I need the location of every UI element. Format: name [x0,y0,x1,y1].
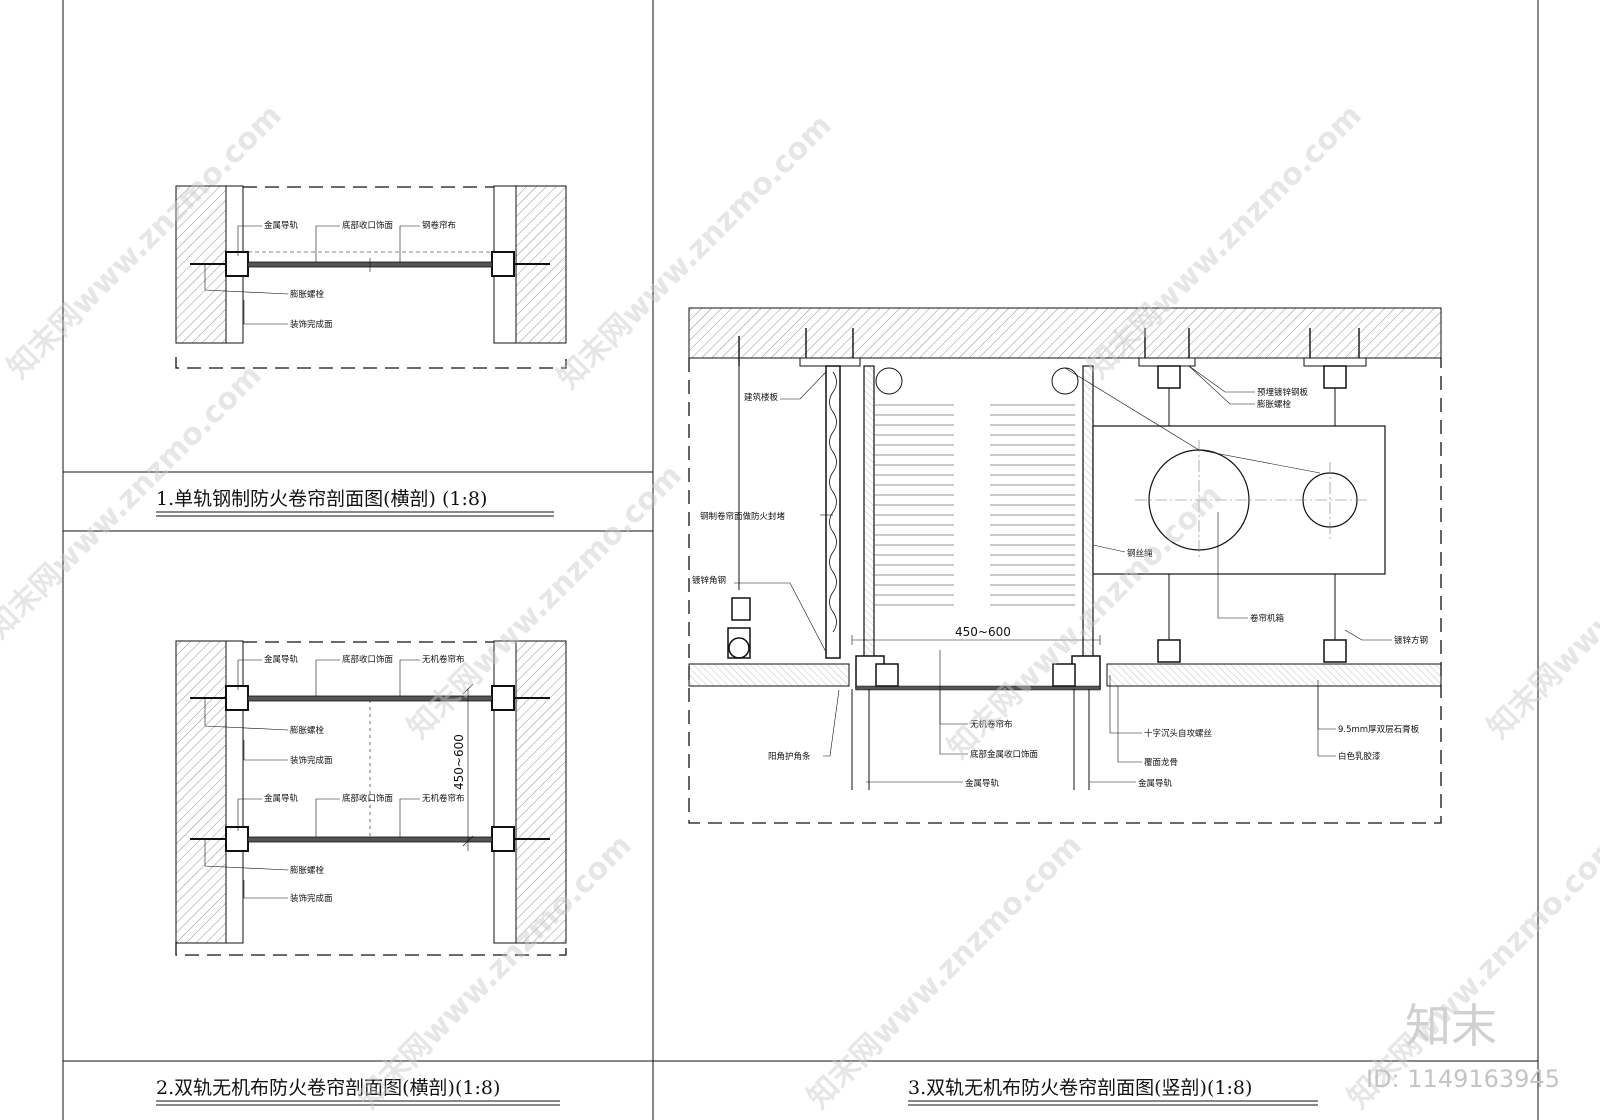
watermark-text-1: 知末网www.znzmo.com [1,98,289,386]
p1-label-finish: 装饰完成面 [290,319,333,330]
p3-label-shutter-box: 卷帘机箱 [1250,613,1285,624]
p3-label-paint: 白色乳胶漆 [1338,751,1381,762]
brand-logo: 知末 [1405,999,1497,1053]
p2-label-finish-bottom: 装饰完成面 [290,893,333,904]
p2-label-bolt-bottom: 膨胀螺栓 [290,865,325,876]
sheet-frame [62,0,1539,1120]
p3-label-building-slab: 建筑楼板 [744,392,779,403]
p3-label-bottom-metal: 底部金属收口饰面 [970,749,1039,760]
p1-label-rail: 金属导轨 [264,220,299,231]
p2-label-cloth-bottom: 无机卷帘布 [422,793,465,804]
p3-label-square-steel: 镀锌方钢 [1394,635,1428,646]
p3-label-rail-right: 金属导轨 [1138,778,1173,789]
p3-label-gypsum: 9.5mm厚双层石膏板 [1338,724,1420,735]
panel-3-section [688,307,1442,824]
p2-label-trim-bottom: 底部收口饰面 [342,793,394,804]
p2-label-finish-top: 装饰完成面 [290,755,333,766]
p3-label-keel: 覆面龙骨 [1144,757,1178,768]
p3-label-corner-strip: 阳角护角条 [768,751,811,762]
p3-dimension: 450~600 [955,625,1011,639]
panel-3-caption: 3.双轨无机布防火卷帘剖面图(竖剖)(1:8) [908,1077,1252,1099]
p2-label-cloth-top: 无机卷帘布 [422,654,465,665]
p3-label-screw: 十字沉头自攻螺丝 [1144,728,1213,739]
p1-label-bolt: 膨胀螺栓 [290,289,325,300]
p2-dimension: 450~600 [452,734,466,790]
p2-label-bolt-top: 膨胀螺栓 [290,725,325,736]
panel-2-section [175,640,567,956]
panel-2-caption: 2.双轨无机布防火卷帘剖面图(横剖)(1:8) [156,1077,500,1099]
p3-label-embedded-plate: 预埋镀锌钢板 [1257,387,1309,398]
p3-label-inorganic-cloth: 无机卷帘布 [970,719,1013,730]
p3-label-steel-rope: 钢丝绳 [1127,548,1153,559]
p3-label-fire-seal: 钢制卷帘面做防火封堵 [700,511,786,522]
p3-label-rail-left: 金属导轨 [965,778,1000,789]
panel-1-caption: 1.单轨钢制防火卷帘剖面图(横剖) (1:8) [156,488,487,510]
p3-label-angle-steel: 镀锌角钢 [692,575,726,586]
p3-label-expansion-bolt: 膨胀螺栓 [1257,399,1292,410]
p2-label-trim-top: 底部收口饰面 [342,654,394,665]
p2-label-rail-bottom: 金属导轨 [264,793,299,804]
watermark-text-7: 知末网www.znzmo.com [1481,458,1600,746]
watermark-text-9: 知末网www.znzmo.com [801,828,1089,1116]
image-id-label: ID: 1149163945 [1366,1065,1560,1093]
p1-label-bottom-trim: 底部收口饰面 [342,220,394,231]
panel-1-section [175,185,567,369]
p2-label-rail-top: 金属导轨 [264,654,299,665]
p1-label-steel-curtain: 钢卷帘布 [422,220,456,231]
